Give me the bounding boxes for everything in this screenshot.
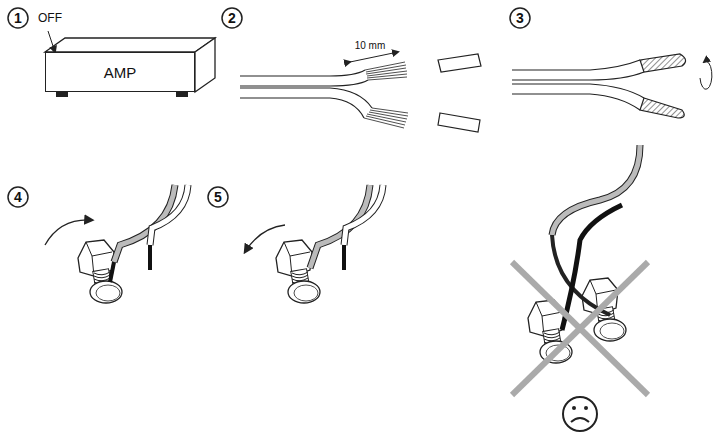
- callout-number: 2: [228, 11, 236, 25]
- amp-box: AMP: [45, 52, 195, 92]
- callout-number: 3: [516, 11, 524, 25]
- switch-label: OFF: [38, 12, 62, 24]
- callout-number: 5: [214, 190, 222, 204]
- callout-number: 4: [14, 190, 22, 204]
- box-label: AMP: [104, 64, 137, 81]
- dimension-label: 10 mm: [355, 41, 386, 51]
- callout-number: 1: [14, 11, 22, 25]
